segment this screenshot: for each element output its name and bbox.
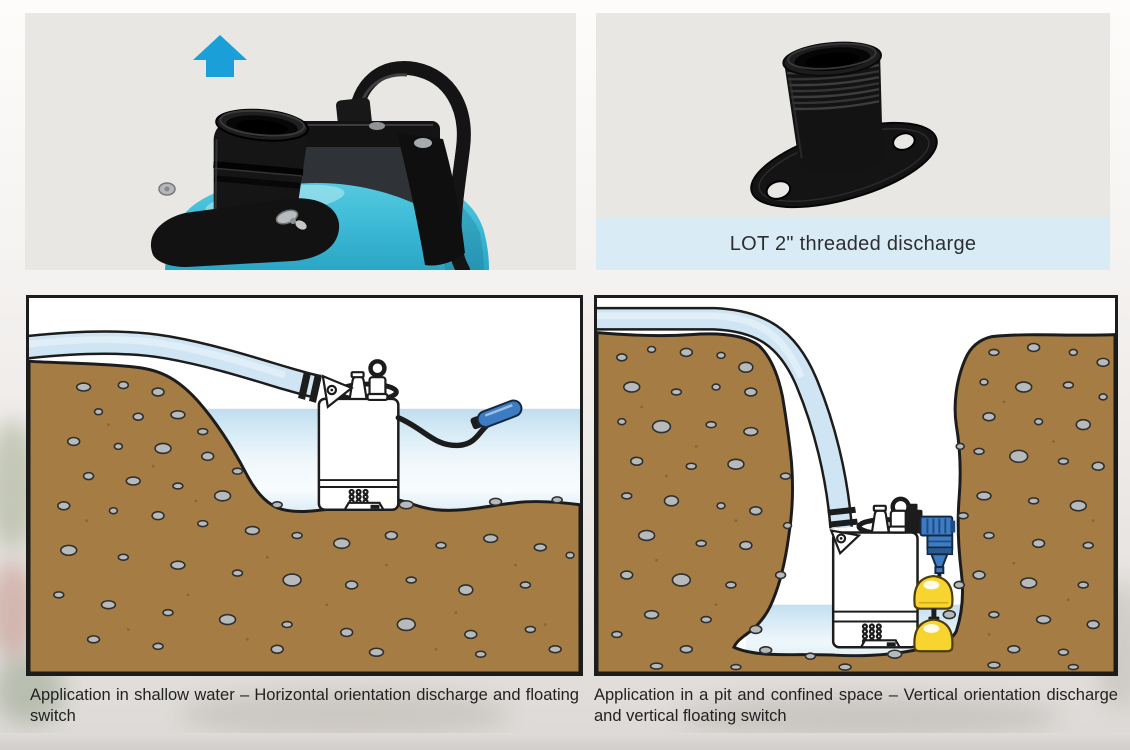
handle-bolt xyxy=(369,122,385,130)
bolt-hole xyxy=(892,132,916,151)
fitting-photo-area xyxy=(596,13,1110,218)
up-arrow-icon xyxy=(193,35,247,77)
pump-cap xyxy=(870,508,891,534)
hose-band xyxy=(298,371,311,400)
handle-bolt xyxy=(414,138,432,148)
pump-illustration xyxy=(829,496,919,649)
figure-pit-vertical xyxy=(594,295,1118,676)
photo-threaded-discharge: LOT 2" threaded discharge xyxy=(596,13,1110,270)
cable-loop xyxy=(368,359,387,378)
photo-pump-discharge-top xyxy=(25,13,576,270)
hose-band xyxy=(308,374,322,403)
fitting-caption-text: LOT 2" threaded discharge xyxy=(729,232,977,255)
float-cable xyxy=(395,415,495,449)
switch-ribbed-head xyxy=(919,515,954,537)
discharge-hose xyxy=(29,330,322,403)
pump-vents xyxy=(861,623,882,645)
spout-base-flange xyxy=(150,182,340,267)
pump-body xyxy=(831,531,919,649)
fitting-illustration xyxy=(596,13,1110,218)
float-body xyxy=(470,399,523,430)
caption-pit-vertical: Application in a pit and confined space … xyxy=(594,686,1118,726)
floating-switch xyxy=(395,399,523,449)
shallow-water-illustration xyxy=(29,298,580,673)
figure-shallow-water xyxy=(26,295,583,676)
stones xyxy=(611,342,1110,671)
pit-illustration xyxy=(597,298,1115,673)
hose-connector-wedge xyxy=(321,374,354,409)
background-blur-ground xyxy=(680,695,1060,739)
fitting-caption-bar: LOT 2" threaded discharge xyxy=(596,218,1110,270)
hose-band xyxy=(829,518,858,528)
vertical-float-switch xyxy=(904,503,956,653)
pump-illustration xyxy=(317,359,400,511)
hose-band xyxy=(827,506,856,516)
caption-shallow-water: Application in shallow water – Horizonta… xyxy=(30,686,579,726)
bolt-hole xyxy=(765,180,792,200)
background-blur-ground xyxy=(180,690,510,738)
switch-connector xyxy=(904,509,923,534)
page-bottom-strip xyxy=(0,733,1130,750)
discharge-hose xyxy=(597,306,858,529)
fitting-threaded-cylinder xyxy=(782,41,883,174)
pump-photo-illustration xyxy=(25,13,576,270)
